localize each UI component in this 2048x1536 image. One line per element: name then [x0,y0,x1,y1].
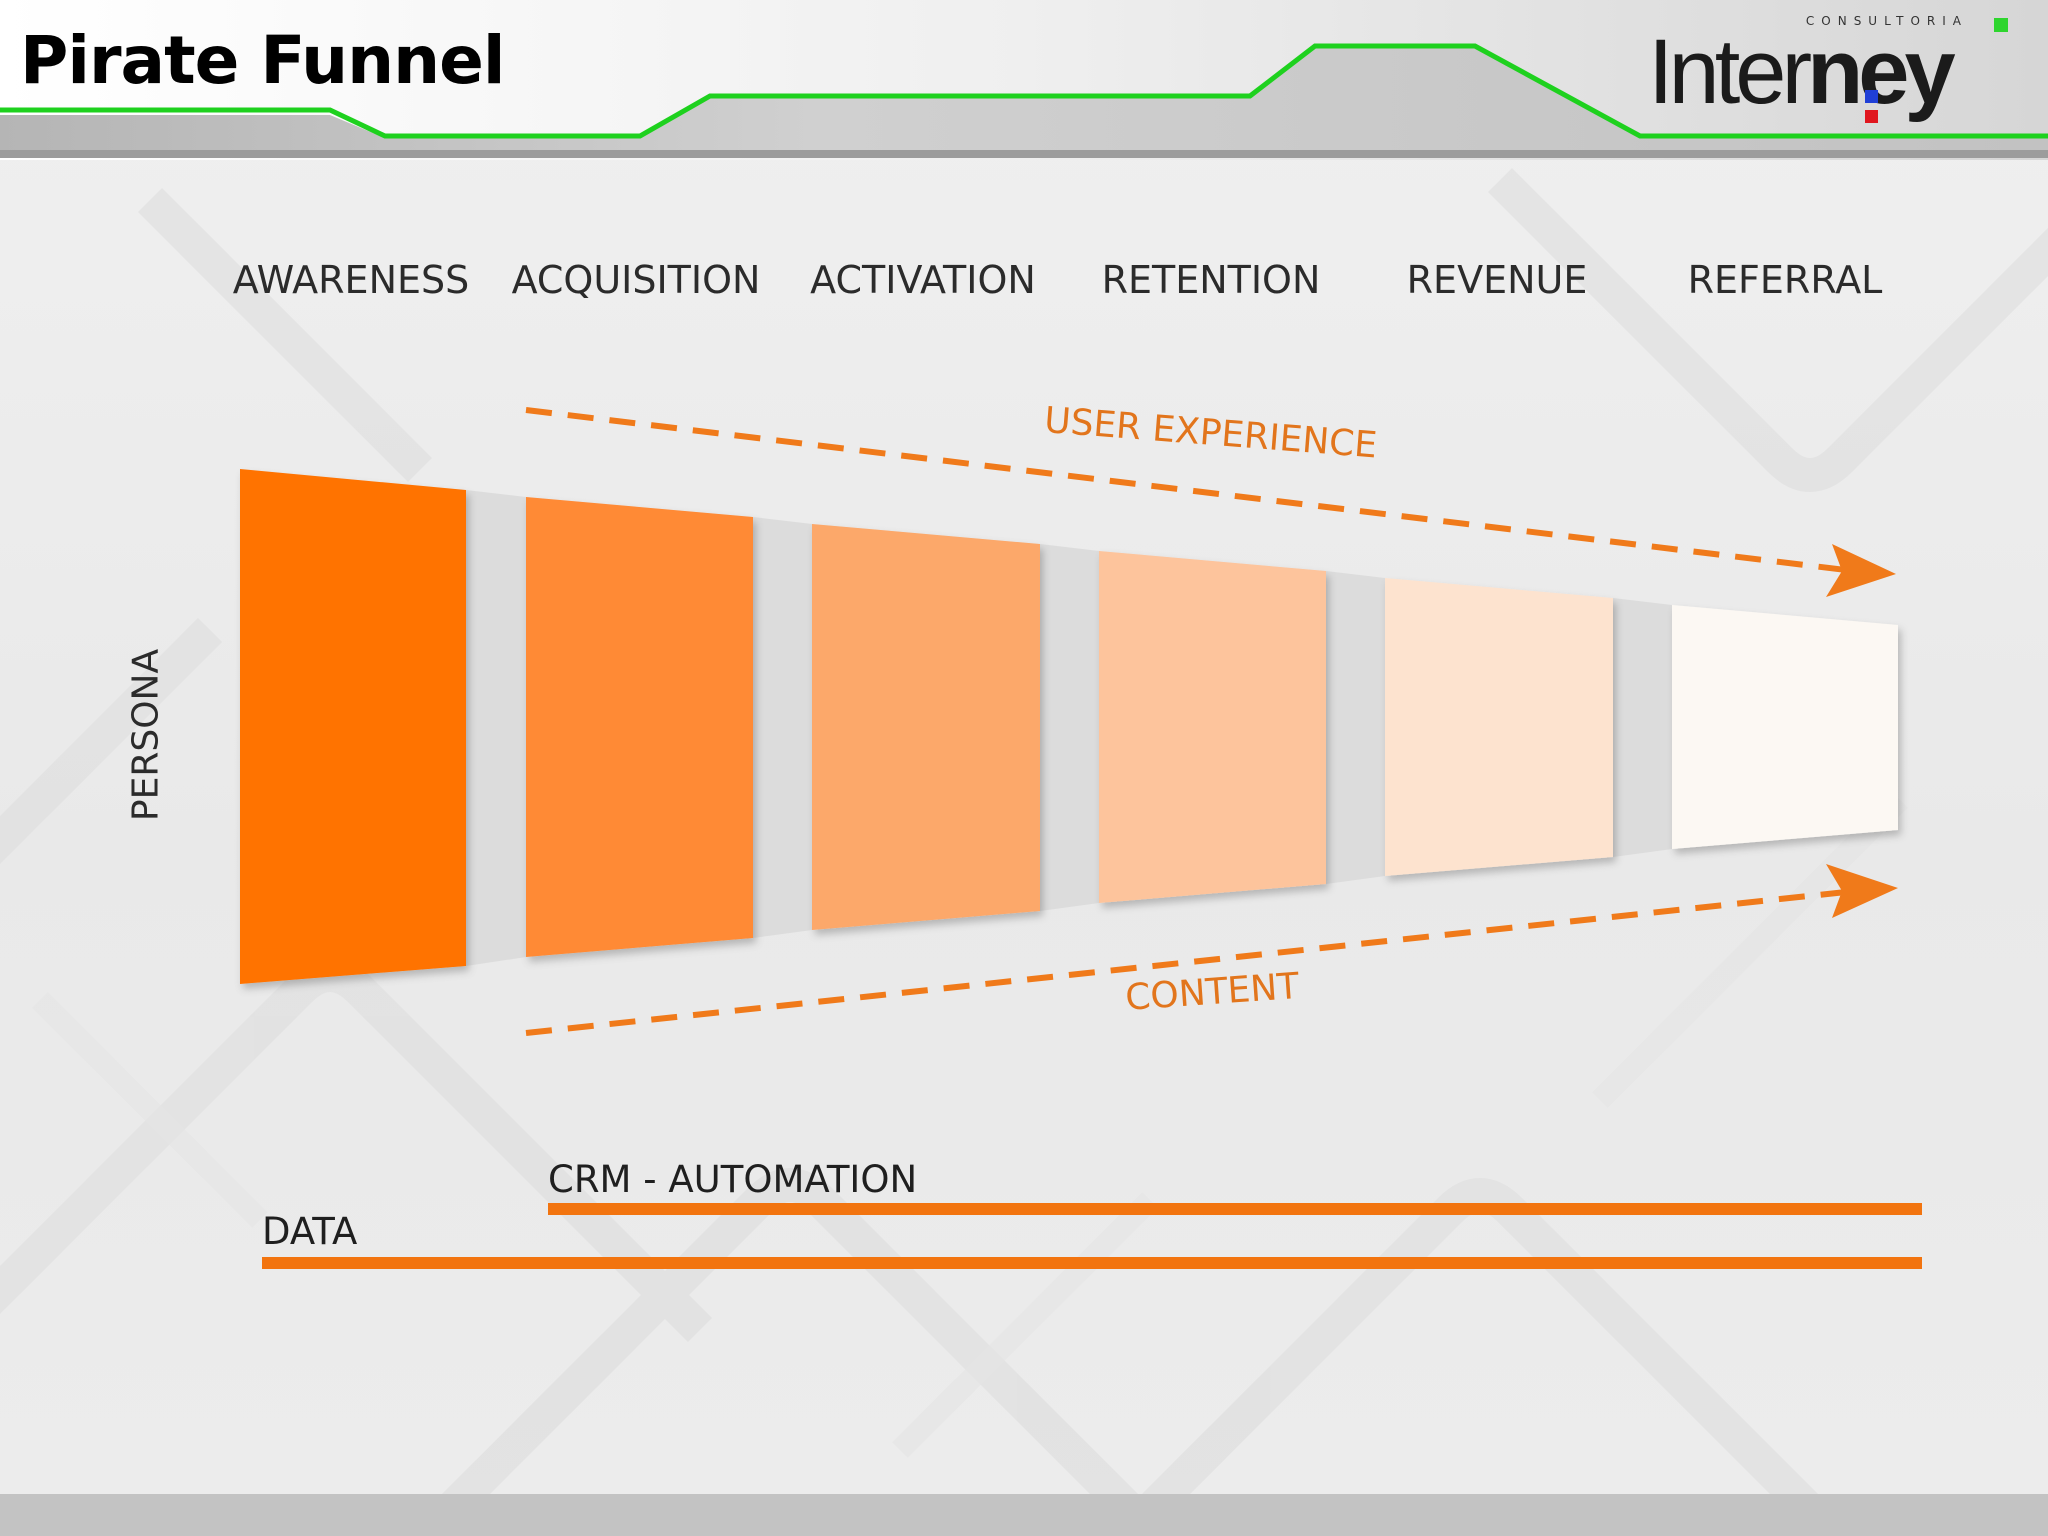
data-bar [262,1257,1922,1269]
logo-red-square [1865,110,1878,123]
logo-wordmark-light: Inter [1648,21,1812,123]
logo-green-square [1994,18,2008,32]
crm-automation-bar [548,1203,1922,1215]
funnel-panel-awareness [240,469,466,984]
stage-label-awareness: AWARENESS [232,258,470,302]
logo-subtitle: CONSULTORIA [1805,14,1968,28]
footer-band [0,1494,2048,1536]
stage-label-acquisition: ACQUISITION [511,258,761,302]
user-experience-arrow-head [1826,544,1896,597]
content-arrow-head [1826,864,1898,918]
header-band [0,0,2048,160]
stage-label-activation: ACTIVATION [810,258,1036,302]
funnel-panel-referral [1672,605,1898,849]
page-title: Pirate Funnel [20,22,506,99]
logo-wordmark-bold: ney [1807,21,1956,123]
persona-label: PERSONA [125,648,167,822]
stage-label-referral: REFERRAL [1687,258,1883,302]
stage-label-retention: RETENTION [1101,258,1321,302]
funnel-panel-acquisition [526,497,753,957]
funnel-connectors [466,490,1672,966]
funnel-panels [240,469,1898,984]
funnel-panel-retention [1099,551,1326,903]
logo-wordmark: Interney [1648,20,1956,125]
stage-label-revenue: REVENUE [1406,258,1588,302]
logo-blue-square [1865,90,1878,103]
user-experience-arrow-line [525,407,1847,573]
crm-automation-label: CRM - AUTOMATION [548,1158,918,1201]
content-arrow-line [525,889,1847,1036]
funnel-panel-activation [812,524,1040,930]
data-label: DATA [262,1210,358,1253]
funnel-panel-revenue [1385,578,1613,876]
company-logo: CONSULTORIA Interney [1648,14,2008,129]
